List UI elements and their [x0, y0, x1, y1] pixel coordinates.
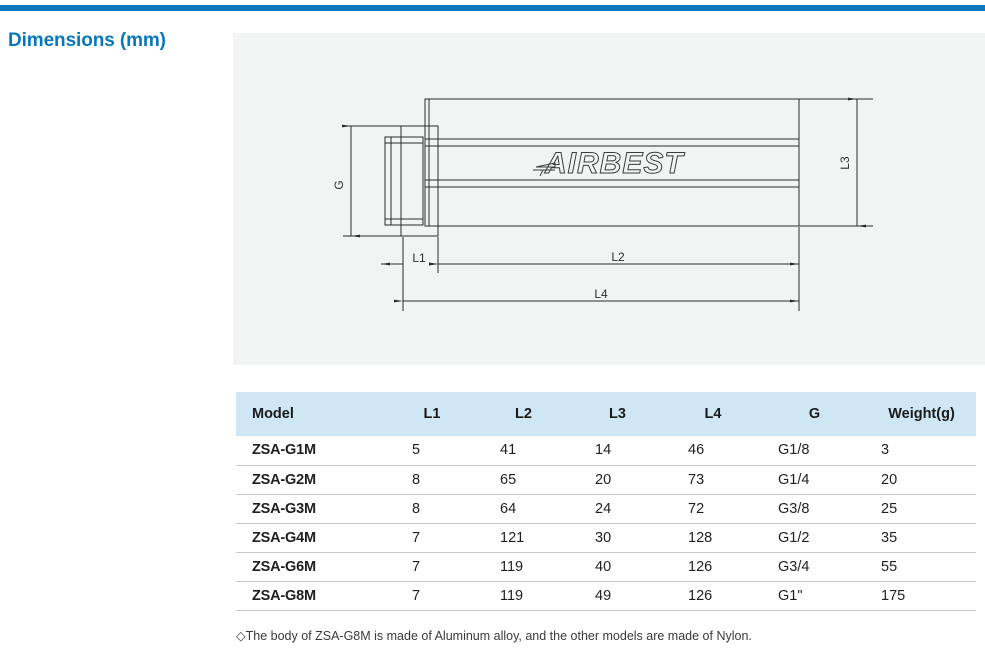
dimension-label-l3: L3 [838, 156, 852, 170]
table-row: ZSA-G3M 8 64 24 72 G3/8 25 [236, 494, 976, 524]
cell-l1: 8 [388, 494, 476, 524]
cell-l4: 126 [664, 581, 762, 611]
cell-model: ZSA-G1M [236, 436, 388, 466]
column-header-l3: L3 [571, 392, 664, 436]
cell-weight: 35 [867, 523, 976, 553]
table-row: ZSA-G2M 8 65 20 73 G1/4 20 [236, 465, 976, 495]
cell-l2: 121 [476, 523, 571, 553]
cell-l1: 7 [388, 581, 476, 611]
cell-weight: 25 [867, 494, 976, 524]
cell-model: ZSA-G2M [236, 465, 388, 495]
table-row: ZSA-G8M 7 119 49 126 G1" 175 [236, 581, 976, 611]
cell-l2: 119 [476, 581, 571, 611]
cell-l3: 24 [571, 494, 664, 524]
cell-g: G1/2 [762, 523, 867, 553]
column-header-l4: L4 [664, 392, 762, 436]
cell-g: G1/4 [762, 465, 867, 495]
dimension-label-l2: L2 [611, 250, 625, 264]
cell-weight: 175 [867, 581, 976, 611]
dimensions-table: Model L1 L2 L3 L4 G Weight(g) ZSA-G1M 5 … [236, 392, 976, 611]
cell-l3: 20 [571, 465, 664, 495]
cell-l1: 7 [388, 523, 476, 553]
table-header: Model L1 L2 L3 L4 G Weight(g) [236, 392, 976, 436]
dimension-label-g: G [332, 180, 346, 189]
column-header-l2: L2 [476, 392, 571, 436]
cell-l2: 65 [476, 465, 571, 495]
column-header-l1: L1 [388, 392, 476, 436]
cell-g: G1" [762, 581, 867, 611]
airbest-logo-text: AIRBEST [544, 147, 685, 180]
cell-l1: 5 [388, 436, 476, 466]
cell-g: G1/8 [762, 436, 867, 466]
cell-model: ZSA-G6M [236, 552, 388, 582]
cell-l4: 128 [664, 523, 762, 553]
dimension-label-l4: L4 [594, 287, 608, 301]
dimension-label-l1: L1 [412, 251, 426, 265]
table-body: ZSA-G1M 5 41 14 46 G1/8 3 ZSA-G2M 8 65 2… [236, 436, 976, 611]
cell-weight: 20 [867, 465, 976, 495]
airbest-logo: AIRBEST [533, 147, 685, 181]
column-header-model: Model [236, 392, 388, 436]
table-row: ZSA-G6M 7 119 40 126 G3/4 55 [236, 552, 976, 582]
cell-l4: 126 [664, 552, 762, 582]
cell-l4: 72 [664, 494, 762, 524]
table-row: ZSA-G4M 7 121 30 128 G1/2 35 [236, 523, 976, 553]
cell-l3: 14 [571, 436, 664, 466]
dimension-drawing-panel: AIRBEST G L3 L1 L2 L4 [233, 33, 985, 365]
cell-l2: 41 [476, 436, 571, 466]
cell-l4: 73 [664, 465, 762, 495]
column-header-weight: Weight(g) [867, 392, 976, 436]
cell-l4: 46 [664, 436, 762, 466]
cell-model: ZSA-G8M [236, 581, 388, 611]
cell-g: G3/8 [762, 494, 867, 524]
product-dimension-drawing: AIRBEST G L3 L1 L2 L4 [332, 97, 873, 311]
cell-l3: 30 [571, 523, 664, 553]
cell-l3: 40 [571, 552, 664, 582]
cell-g: G3/4 [762, 552, 867, 582]
cell-model: ZSA-G3M [236, 494, 388, 524]
cell-weight: 55 [867, 552, 976, 582]
table-row: ZSA-G1M 5 41 14 46 G1/8 3 [236, 436, 976, 466]
table-header-row: Model L1 L2 L3 L4 G Weight(g) [236, 392, 976, 436]
cell-l3: 49 [571, 581, 664, 611]
column-header-g: G [762, 392, 867, 436]
cell-l1: 8 [388, 465, 476, 495]
cell-weight: 3 [867, 436, 976, 466]
cell-l2: 64 [476, 494, 571, 524]
cell-l1: 7 [388, 552, 476, 582]
cell-model: ZSA-G4M [236, 523, 388, 553]
thread-section [384, 136, 424, 226]
cell-l2: 119 [476, 552, 571, 582]
top-accent-rule [0, 5, 985, 11]
table-footnote: ◇The body of ZSA-G8M is made of Aluminum… [236, 629, 752, 643]
page-title: Dimensions (mm) [8, 30, 166, 51]
